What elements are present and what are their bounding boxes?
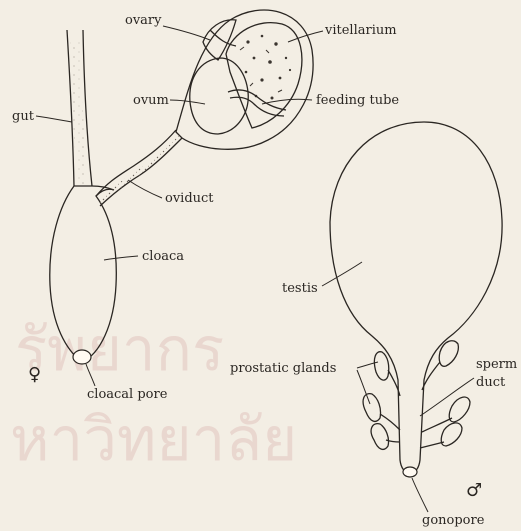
label-gonopore: gonopore [422, 513, 485, 528]
oviduct-wall-upper [96, 130, 176, 196]
label-duct: duct [476, 375, 506, 390]
testis-shape [330, 122, 502, 474]
label-gut: gut [12, 109, 35, 124]
gonopore-shape [403, 467, 417, 477]
ovary-shape [203, 20, 236, 60]
male-system [330, 122, 502, 477]
prostatic-glands-right [420, 341, 470, 448]
label-ovary: ovary [125, 13, 162, 28]
female-system [50, 10, 313, 364]
leader-ovum [170, 100, 205, 104]
label-ovum: ovum [133, 93, 169, 108]
watermark-line-1: รัพยากร [15, 315, 224, 385]
label-prostatic-glands: prostatic glands [230, 361, 336, 376]
label-vitellarium: vitellarium [324, 23, 397, 38]
label-sperm: sperm [476, 357, 517, 372]
label-cloaca: cloaca [142, 249, 184, 264]
leader-testis [322, 262, 362, 286]
label-cloacal-pore: cloacal pore [87, 387, 168, 402]
label-testis: testis [282, 281, 318, 296]
watermark-line-2: หาวิทยาลัย [10, 405, 297, 475]
cloacal-pore-shape [73, 350, 91, 364]
leader-ovary [163, 26, 210, 40]
female-symbol: ♀ [28, 364, 41, 385]
vitellarium-shape [226, 23, 302, 128]
label-oviduct: oviduct [165, 191, 214, 206]
leader-gonopore [412, 478, 428, 512]
leader-cloaca [104, 256, 138, 260]
male-symbol: ♂ [466, 480, 482, 501]
label-feeding-tube: feeding tube [316, 93, 399, 108]
leader-gut [36, 116, 72, 122]
leader-oviduct [128, 180, 162, 198]
feeding-tube-lower [230, 97, 284, 116]
